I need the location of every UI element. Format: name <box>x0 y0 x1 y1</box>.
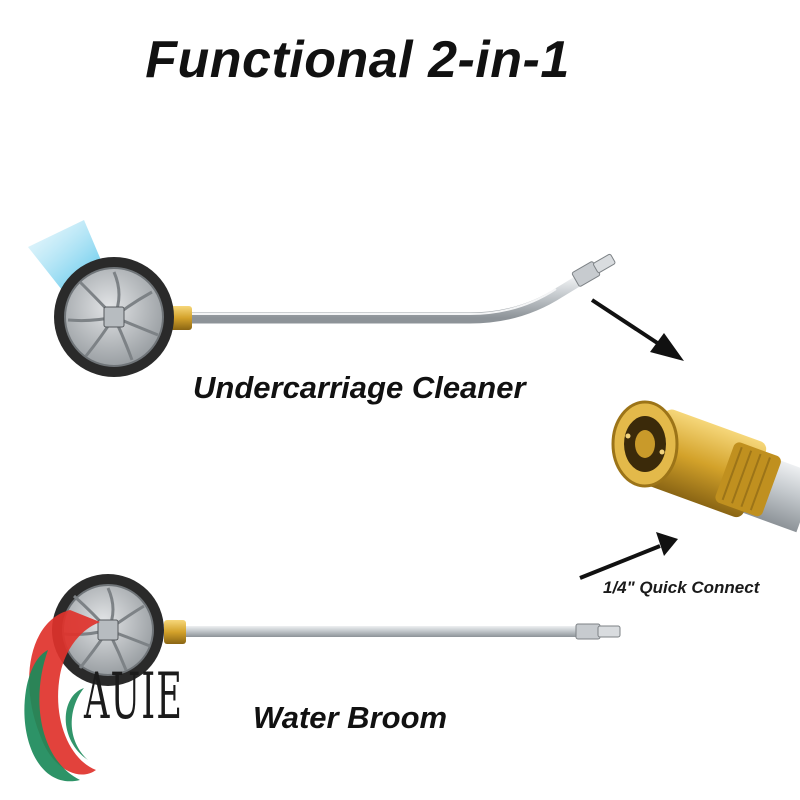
headline: Functional 2-in-1 <box>145 31 570 89</box>
quick-connect-plug <box>575 623 621 640</box>
straight-wand <box>184 626 579 637</box>
quick-connect-plug <box>571 253 616 287</box>
brand-logo-text: AUIE <box>84 660 184 734</box>
undercarriage-cleaner <box>28 220 616 377</box>
water-broom <box>52 574 621 686</box>
cleaner-head <box>54 257 174 377</box>
brass-fitting <box>164 620 186 644</box>
quick-connect-label: 1/4" Quick Connect <box>603 578 760 597</box>
arrow-to-connector <box>590 298 684 361</box>
arrow-from-label <box>579 532 678 580</box>
water-broom-label: Water Broom <box>253 700 448 735</box>
brass-quick-connect-coupler <box>611 400 800 533</box>
brass-fitting <box>170 306 192 330</box>
brand-logo-watermark <box>24 610 100 782</box>
curved-wand <box>184 272 589 324</box>
broom-head <box>52 574 164 686</box>
undercarriage-cleaner-label: Undercarriage Cleaner <box>193 370 526 405</box>
